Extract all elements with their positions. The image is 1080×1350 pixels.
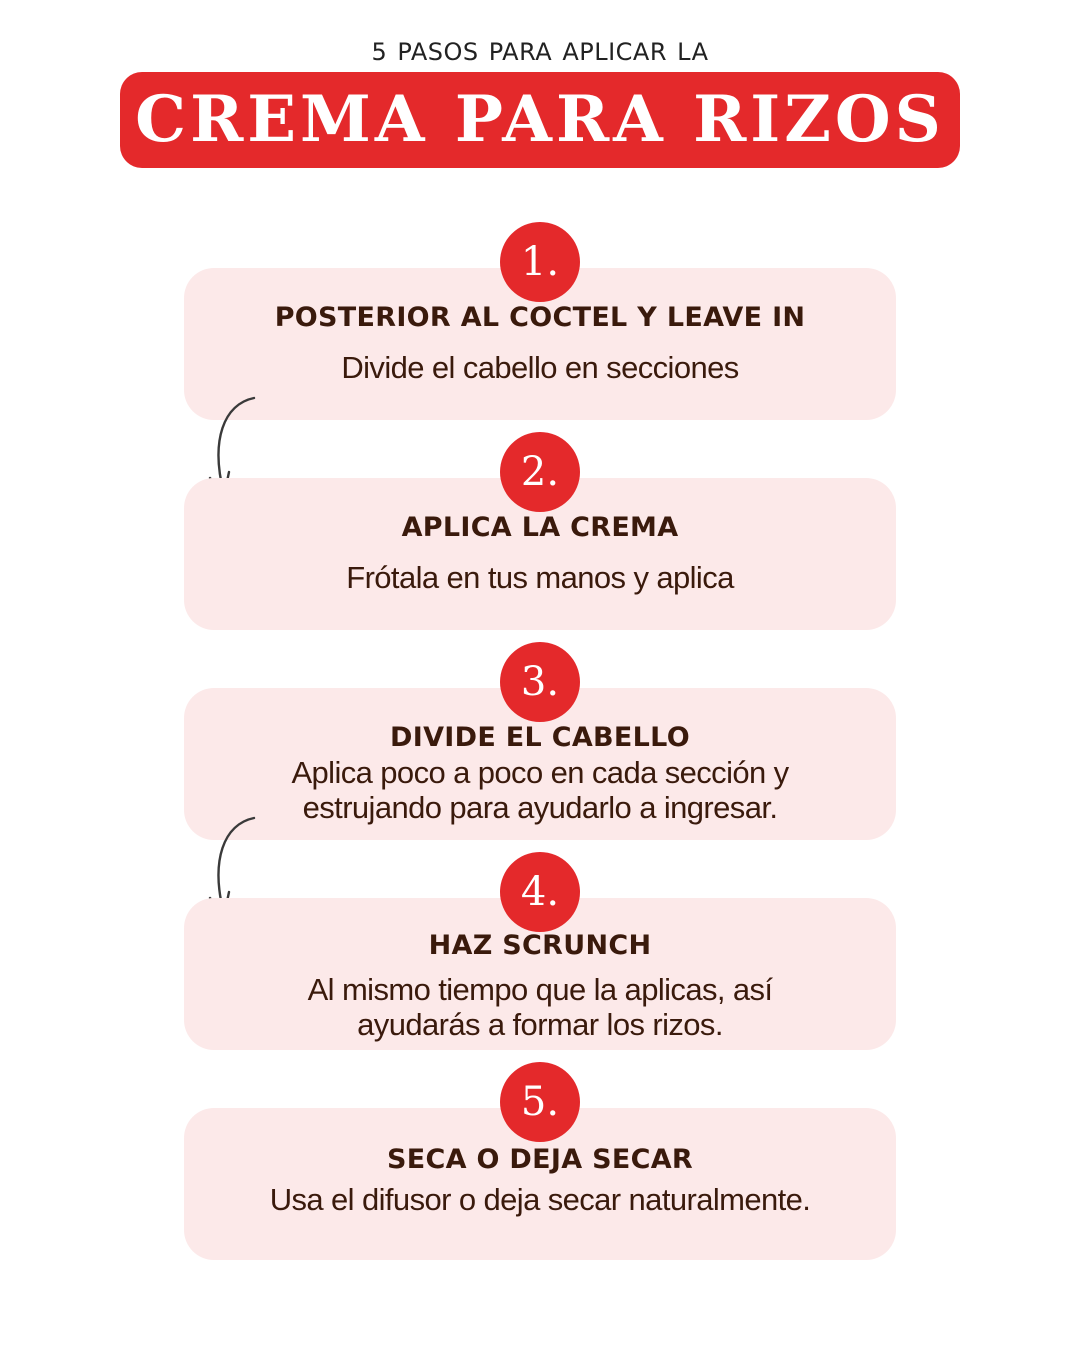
step-number: 2. — [520, 449, 560, 495]
step-number: 4. — [520, 869, 560, 915]
title-banner: CREMA PARA RIZOS — [120, 72, 960, 168]
step-number-badge: 4. — [500, 852, 580, 932]
step-description: Usa el difusor o deja secar naturalmente… — [269, 1182, 811, 1217]
step-description: Divide el cabello en secciones — [341, 350, 739, 385]
page-title: CREMA PARA RIZOS — [135, 82, 945, 157]
step-description: Frótala en tus manos y aplica — [346, 560, 734, 595]
step-number-badge: 3. — [500, 642, 580, 722]
step-title: SECA O DEJA SECAR — [386, 1144, 694, 1175]
step-number: 1. — [520, 239, 560, 285]
step-number-badge: 2. — [500, 432, 580, 512]
step-title: APLICA LA CREMA — [401, 512, 679, 543]
step-title: DIVIDE EL CABELLO — [390, 722, 690, 753]
step-number-badge: 5. — [500, 1062, 580, 1142]
step-number: 3. — [520, 659, 560, 705]
subtitle: 5 PASOS PARA APLICAR LA — [371, 38, 709, 66]
step-description: Al mismo tiempo que la aplicas, así ayud… — [307, 972, 773, 1042]
step-title: POSTERIOR AL COCTEL Y LEAVE IN — [274, 302, 806, 333]
step-number-badge: 1. — [500, 222, 580, 302]
step-number: 5. — [520, 1079, 560, 1125]
step-title: HAZ SCRUNCH — [428, 930, 652, 961]
step-description: Aplica poco a poco en cada sección y est… — [291, 755, 789, 825]
step-card-4: HAZ SCRUNCH Al mismo tiempo que la aplic… — [184, 898, 896, 1050]
